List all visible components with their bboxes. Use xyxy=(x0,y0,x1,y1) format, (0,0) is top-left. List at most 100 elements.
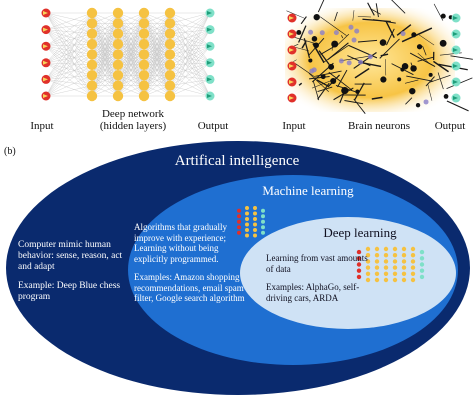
dl-description: Learning from vast amounts of data xyxy=(266,253,368,274)
mini-node xyxy=(245,228,249,232)
hidden-node xyxy=(164,7,176,19)
mini-node xyxy=(261,230,265,235)
neuron-fiber xyxy=(334,11,338,22)
hidden-node xyxy=(164,90,176,102)
neuron-body xyxy=(380,76,387,83)
neuron-fiber xyxy=(369,8,381,15)
neuron-fiber xyxy=(309,76,330,80)
mini-node xyxy=(410,265,416,270)
mini-node xyxy=(365,271,371,276)
output-arrow-icon xyxy=(207,77,212,82)
hidden-node xyxy=(164,18,176,29)
hidden-node xyxy=(112,49,124,60)
neuron-fiber xyxy=(380,53,389,57)
hidden-node xyxy=(86,38,98,50)
neuron-body xyxy=(341,87,349,95)
hidden-node xyxy=(164,38,176,50)
dl-ellipse xyxy=(240,217,456,329)
hidden-node xyxy=(86,28,98,39)
neuron-fiber xyxy=(316,79,329,87)
mini-node xyxy=(419,274,425,280)
mini-node xyxy=(401,246,407,252)
neuron-fiber xyxy=(396,24,412,36)
mini-node xyxy=(383,246,389,252)
mini-node xyxy=(261,225,265,230)
neuron-body xyxy=(296,29,302,35)
neuron-body xyxy=(308,58,313,63)
neuron-fiber xyxy=(422,45,427,56)
neuron-body xyxy=(355,89,360,94)
neuron-fiber xyxy=(446,100,469,112)
mini-node xyxy=(392,265,398,270)
neuron-body xyxy=(410,65,417,72)
neuron-fiber xyxy=(409,52,436,67)
neuron-fiber xyxy=(375,3,379,18)
neuron-fiber xyxy=(352,10,355,21)
input-arrow-icon xyxy=(289,32,294,36)
dl-mini-network xyxy=(356,246,425,283)
mini-node xyxy=(245,217,249,221)
mini-node xyxy=(253,211,257,216)
neuron-fiber xyxy=(286,10,306,19)
mini-node xyxy=(237,230,241,235)
neuron-fiber xyxy=(298,82,303,86)
hidden-node xyxy=(112,18,124,29)
mini-node xyxy=(410,271,416,276)
neuron-body xyxy=(397,77,402,82)
neuron-soma xyxy=(348,24,354,30)
ml-text-block: Algorithms that gradually improve with e… xyxy=(134,222,252,312)
mini-node xyxy=(245,222,249,227)
hidden-node xyxy=(138,49,150,60)
neuron-fiber xyxy=(337,69,348,88)
mini-node xyxy=(365,259,371,264)
neuron-fiber xyxy=(401,27,433,43)
ml-title: Machine learning xyxy=(262,183,354,198)
neuron-body xyxy=(440,13,446,19)
neuron-fiber xyxy=(315,70,342,77)
hidden-node xyxy=(112,7,124,19)
mini-node xyxy=(237,219,241,224)
output-arrow-icon xyxy=(207,27,212,32)
neuron-fiber xyxy=(328,71,353,91)
hidden-node xyxy=(86,90,98,102)
mini-node xyxy=(356,274,362,280)
neuron-fiber xyxy=(295,63,316,78)
hidden-node xyxy=(138,59,150,71)
hidden-node xyxy=(138,18,150,29)
output-arrow-icon xyxy=(453,96,458,100)
hidden-node xyxy=(112,90,124,102)
mini-node xyxy=(245,206,249,210)
hidden-node xyxy=(86,59,98,71)
neuron-body xyxy=(328,63,335,70)
hidden-node xyxy=(86,70,98,81)
input-arrow-icon xyxy=(289,16,294,20)
neuron-body xyxy=(416,44,423,50)
dl-title: Deep learning xyxy=(323,225,397,240)
deep-network-diagram xyxy=(41,7,215,102)
neuron-fiber xyxy=(404,79,419,84)
neuron-soma xyxy=(358,59,364,65)
output-arrow-icon xyxy=(207,94,212,98)
hidden-node xyxy=(164,59,176,71)
neuron-fiber xyxy=(418,34,435,46)
mini-node xyxy=(253,233,257,238)
mini-node xyxy=(365,246,371,252)
mini-node xyxy=(383,265,389,270)
neuron-fiber xyxy=(317,86,333,93)
neuron-fiber xyxy=(301,40,307,49)
neuron-soma xyxy=(400,31,406,37)
mini-node xyxy=(374,253,380,258)
neuron-fiber xyxy=(344,99,364,105)
mini-node xyxy=(401,259,407,264)
neuron-body xyxy=(311,36,318,42)
mini-node xyxy=(383,253,389,258)
neuron-soma xyxy=(308,29,314,35)
neuron-body xyxy=(409,87,416,95)
neuron-fiber xyxy=(318,50,330,65)
neuron-body xyxy=(400,67,405,72)
hidden-node xyxy=(138,90,150,102)
neuron-fiber xyxy=(317,82,330,100)
ml-description: Algorithms that gradually improve with e… xyxy=(134,222,227,264)
neuron-fiber xyxy=(320,16,347,36)
mini-node xyxy=(392,277,398,283)
